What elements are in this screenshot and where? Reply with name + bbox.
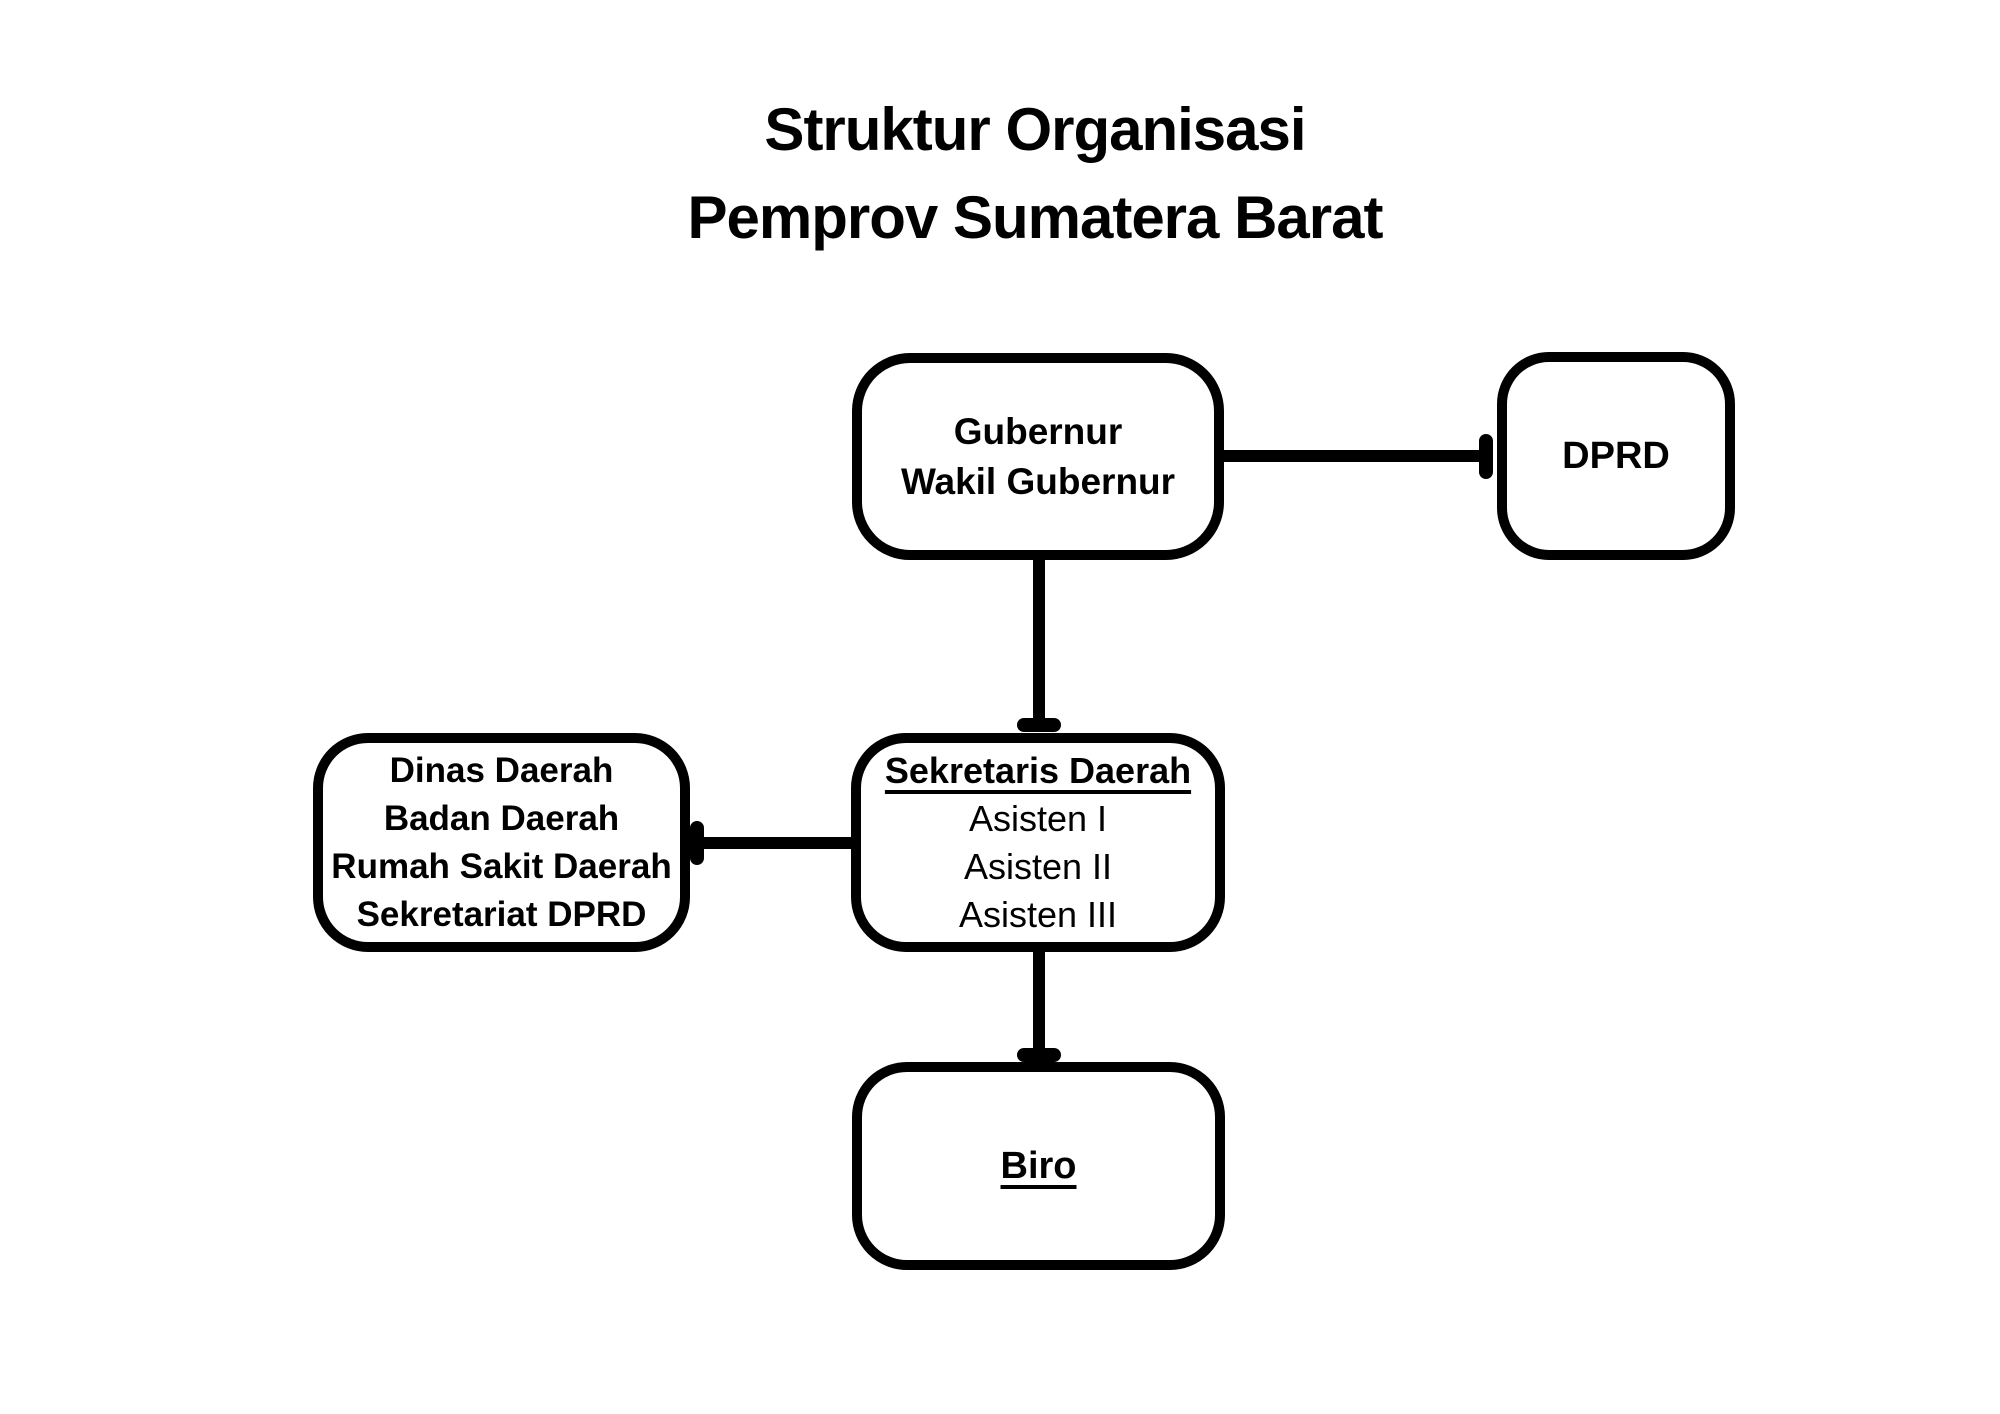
connector-endcap-dprd (1479, 434, 1493, 479)
node-sekretaris-daerah: Sekretaris Daerah Asisten I Asisten II A… (851, 733, 1225, 952)
perangkat-daerah-line-1: Dinas Daerah (389, 750, 614, 790)
connector-endcap-perangkat (690, 821, 704, 865)
node-dprd-label: DPRD (1562, 434, 1670, 477)
node-dprd: DPRD (1497, 352, 1735, 560)
node-biro-label: Biro (1000, 1144, 1077, 1187)
perangkat-daerah-line-4: Sekretariat DPRD (356, 894, 647, 934)
node-perangkat-daerah: Dinas Daerah Badan Daerah Rumah Sakit Da… (313, 733, 690, 952)
sekretaris-daerah-heading: Sekretaris Daerah (884, 749, 1192, 791)
chart-title-line-2: Pemprov Sumatera Barat (687, 184, 1384, 251)
perangkat-daerah-line-3: Rumah Sakit Daerah (331, 846, 672, 886)
chart-title-line-1: Struktur Organisasi (764, 96, 1306, 163)
node-gubernur: Gubernur Wakil Gubernur (852, 353, 1224, 560)
chart-title: Struktur Organisasi Pemprov Sumatera Bar… (535, 86, 1535, 262)
node-biro: Biro (852, 1062, 1225, 1270)
asisten-item-3: Asisten III (958, 893, 1118, 935)
connector-sekretaris-perangkat (698, 837, 853, 849)
asisten-item-1: Asisten I (968, 797, 1108, 839)
node-gubernur-line-2: Wakil Gubernur (900, 460, 1176, 502)
connector-endcap-sekretaris (1017, 718, 1061, 732)
node-gubernur-line-1: Gubernur (953, 410, 1123, 452)
asisten-item-2: Asisten II (963, 845, 1113, 887)
connector-sekretaris-biro (1033, 952, 1045, 1056)
perangkat-daerah-line-2: Badan Daerah (383, 798, 620, 838)
connector-gubernur-sekretaris (1033, 558, 1045, 730)
connector-endcap-biro (1017, 1048, 1061, 1062)
connector-gubernur-dprd (1224, 450, 1482, 462)
